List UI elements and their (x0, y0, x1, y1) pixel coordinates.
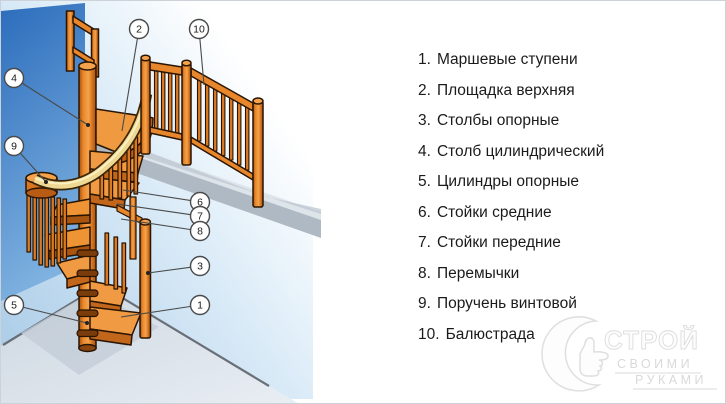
callout-number: 3 (197, 261, 203, 273)
callout-number: 7 (197, 211, 203, 223)
callout-number: 9 (11, 141, 17, 153)
legend-item: 10. Балюстрада (418, 326, 604, 344)
callout-number: 8 (197, 226, 203, 238)
watermark-line1: СВОИМИ (617, 357, 693, 371)
legend-item-label: Цилиндры опорные (436, 173, 580, 190)
balustrade (140, 54, 264, 208)
legend-item: 4. Столб цилиндрический (418, 143, 604, 161)
legend-item-number: 3. (418, 112, 431, 129)
callout-number: 10 (193, 24, 205, 36)
legend-item: 2. Площадка верхняя (418, 82, 604, 100)
legend-item-number: 5. (418, 173, 431, 190)
callout-10: 10 (188, 18, 210, 86)
callout-1: 1 (120, 294, 211, 318)
legend-item-label: Столб цилиндрический (436, 142, 605, 160)
legend-item-label: Стойки средние (436, 203, 552, 221)
callout-4: 4 (3, 67, 90, 127)
callout-number: 4 (11, 73, 17, 85)
callout-number: 1 (197, 300, 203, 312)
thumbs-up-icon (579, 337, 609, 377)
legend-item-number: 6. (418, 203, 431, 221)
legend-item: 7. Стойки передние (418, 234, 604, 252)
support-post (139, 218, 152, 339)
legend-item-number: 8. (418, 264, 431, 282)
legend-item-number: 7. (418, 234, 431, 251)
stair-stands (99, 136, 143, 294)
legend-item-number: 9. (418, 295, 431, 312)
legend-item-number: 2. (418, 81, 431, 99)
legend-item-label: Стойки передние (436, 234, 561, 251)
callout-3: 3 (146, 255, 211, 277)
legend-item: 3. Столбы опорные (418, 112, 604, 130)
support-cylinders (76, 249, 99, 338)
legend-item-label: Поручень винтовой (436, 295, 577, 312)
legend-item-number: 1. (418, 51, 431, 68)
legend-item: 1. Маршевые ступени (418, 51, 604, 69)
watermark-line2: РУКАМИ (635, 373, 707, 387)
callout-number: 5 (11, 300, 17, 312)
callout-number: 2 (136, 24, 142, 36)
legend-item: 8. Перемычки (418, 265, 604, 283)
legend-item: 9. Поручень винтовой (418, 295, 604, 313)
callout-5: 5 (3, 294, 89, 325)
callout-number: 6 (197, 197, 203, 209)
legend-item-label: Столбы опорные (436, 112, 560, 129)
callout-2: 2 (121, 18, 150, 132)
callout-9: 9 (3, 135, 48, 184)
legend-item-label: Площадка верхняя (436, 81, 575, 99)
upper-back-railing (65, 10, 100, 78)
legend-item: 5. Цилиндры опорные (418, 173, 604, 191)
staircase-illustration: 1 2 3 4 5 6 7 8 9 10 (1, 1, 321, 403)
legend-item-number: 10. (418, 325, 440, 343)
legend-item-label: Балюстрада (445, 325, 535, 343)
callout-layer: 1 2 3 4 5 6 7 8 9 10 (3, 18, 211, 325)
legend-item-number: 4. (418, 142, 431, 160)
legend-item-label: Перемычки (436, 264, 520, 282)
legend-list: 1. Маршевые ступени 2. Площадка верхняя 3. Ст… (418, 51, 604, 344)
front-stand (129, 196, 137, 260)
legend-item: 6. Стойки средние (418, 204, 604, 222)
callout-8: 8 (120, 218, 211, 242)
watermark-title: СТРОЙ (604, 325, 699, 355)
legend-item-label: Маршевые ступени (436, 51, 578, 68)
callout-6: 6 (122, 189, 211, 213)
upper-floor-slab (97, 135, 321, 238)
